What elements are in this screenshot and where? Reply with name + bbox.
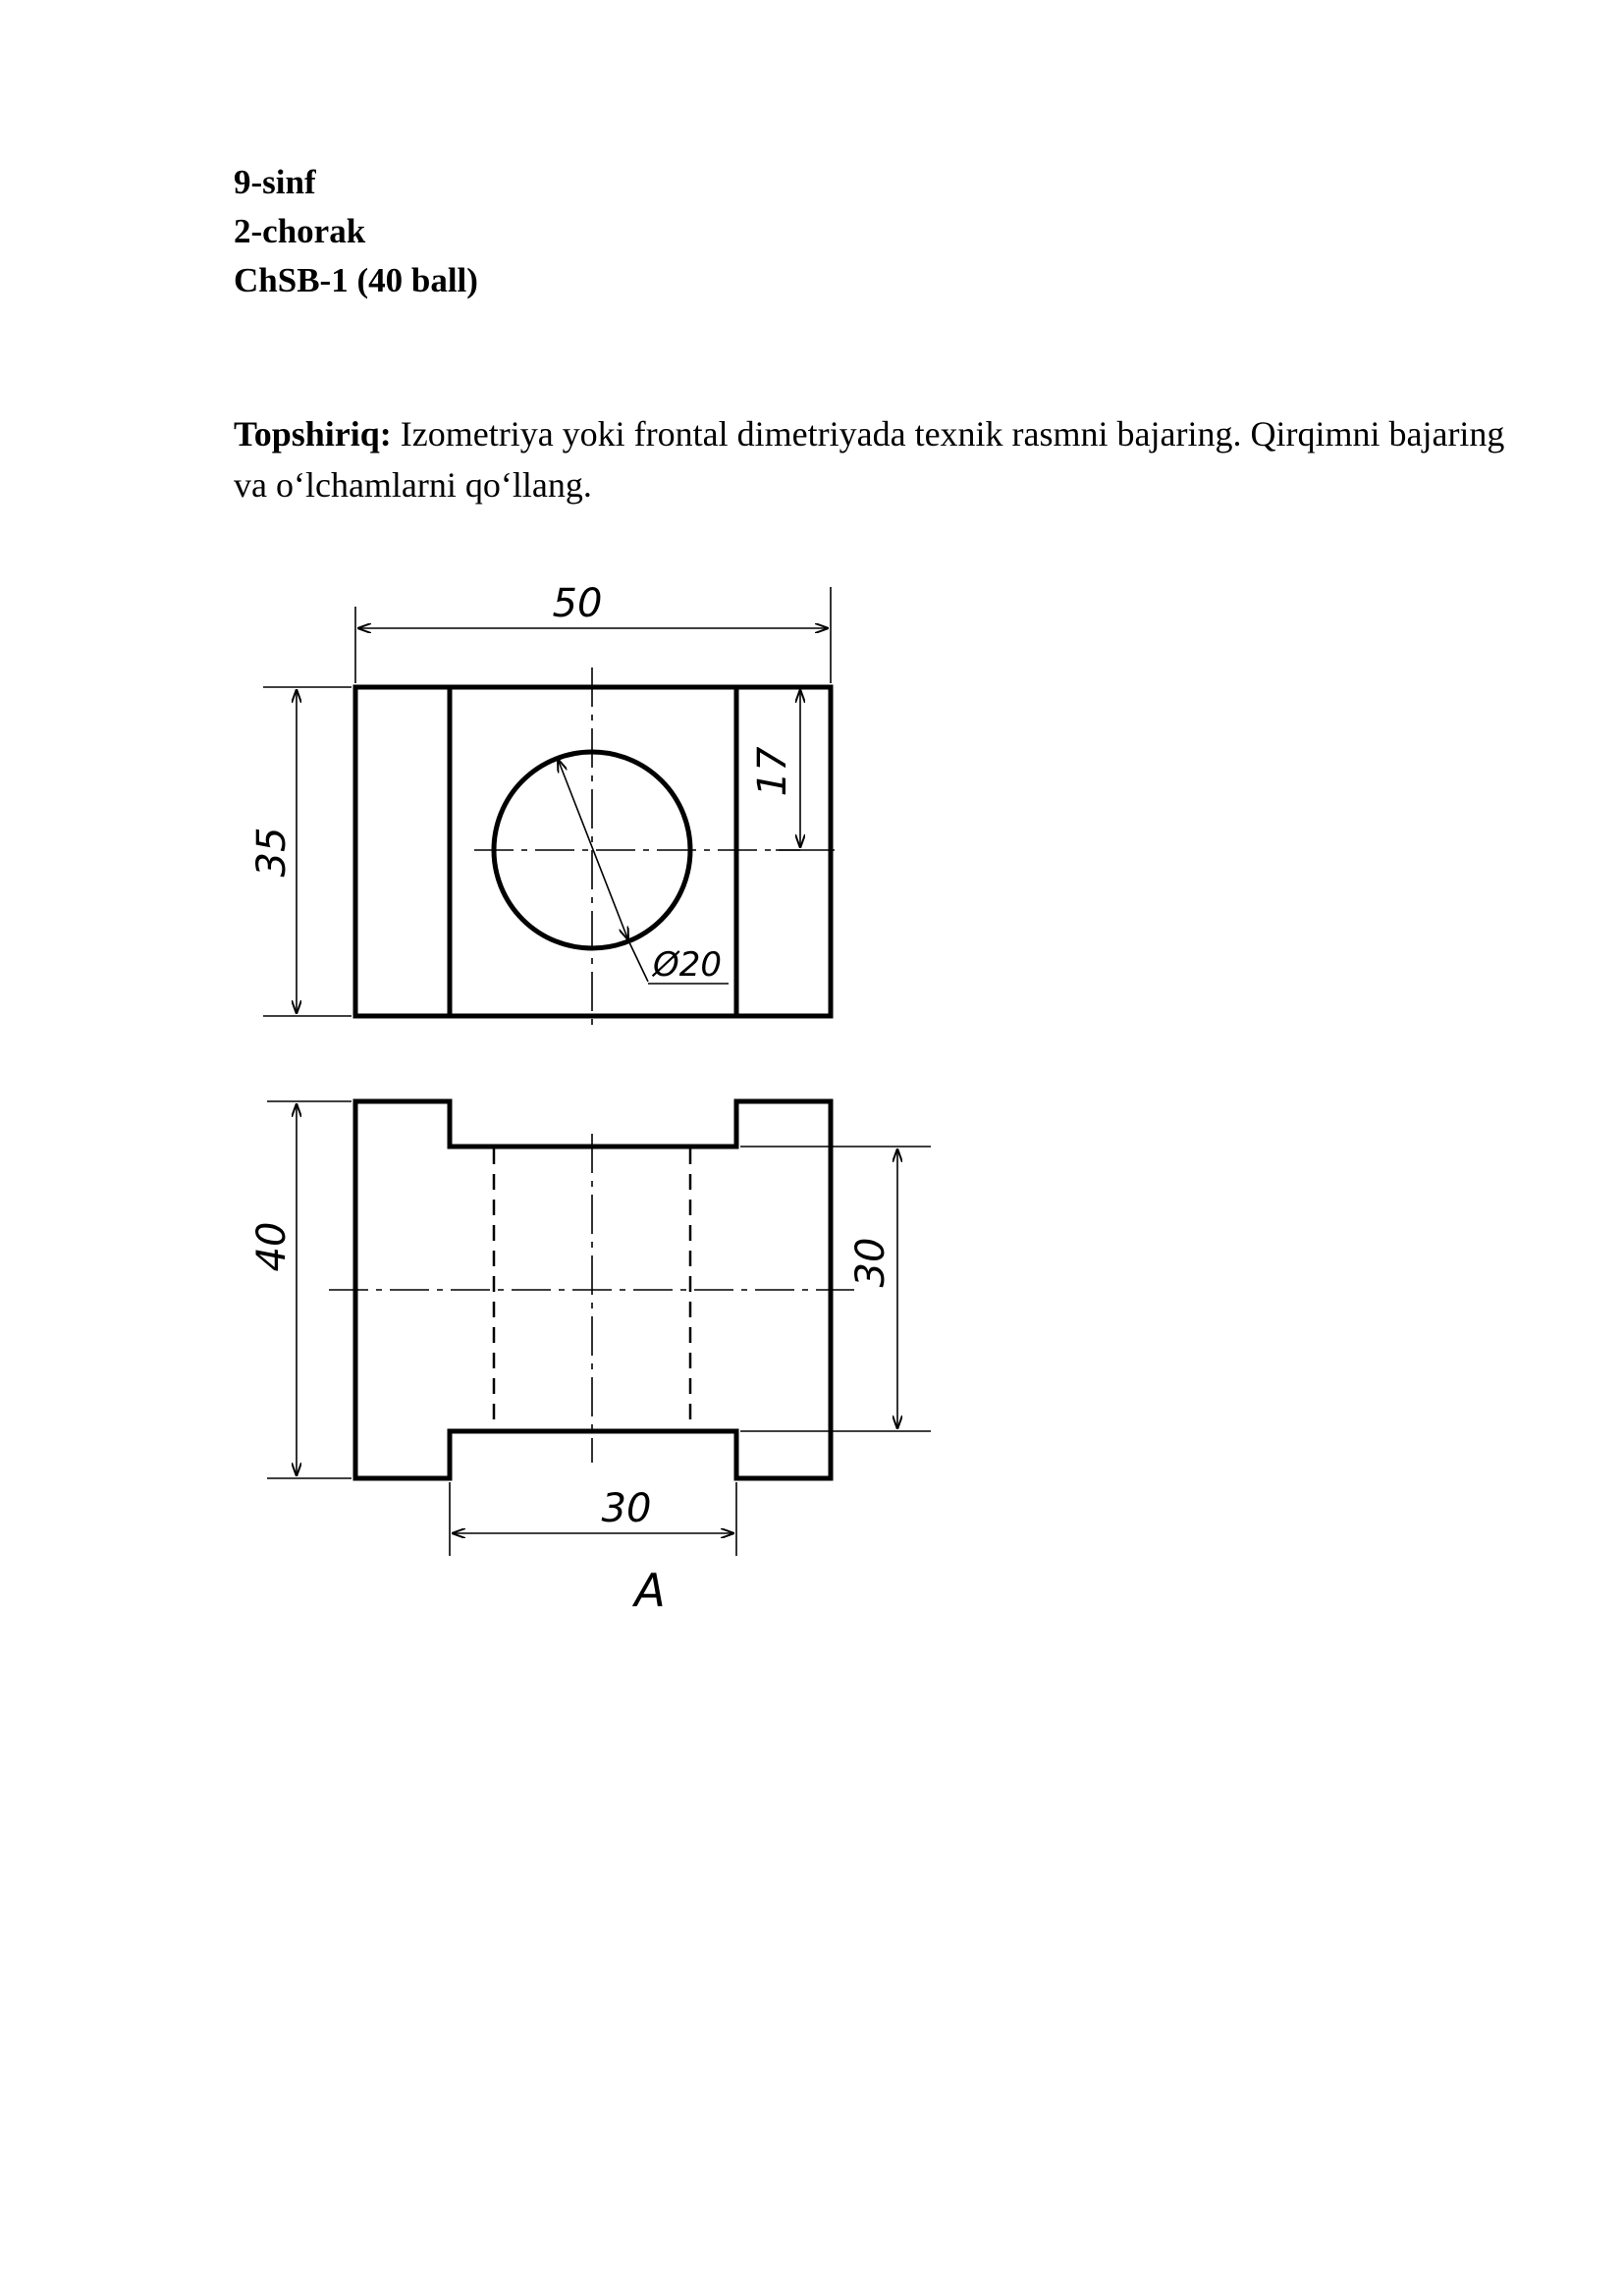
dim-30h-text: 30 [602, 1486, 652, 1531]
grade-heading: 9-sinf [234, 163, 316, 201]
task-text: Izometriya yoki frontal dimetriyada texn… [234, 414, 1505, 505]
top-view-outline [352, 684, 834, 1019]
front-view: 40 30 30 A [249, 1098, 931, 1617]
dim-30v-text: 30 [848, 1238, 893, 1288]
dim-35-text: 35 [249, 828, 295, 878]
dim-diameter-text: Ø20 [651, 945, 722, 985]
dim-diameter-line [558, 759, 628, 940]
top-view: 50 35 17 Ø20 [249, 581, 835, 1029]
dim-40-text: 40 [249, 1222, 295, 1272]
quarter-heading: 2-chorak [234, 212, 366, 250]
task-paragraph: Topshiriq: Izometriya yoki frontal dimet… [234, 408, 1510, 510]
dim-17-text: 17 [750, 746, 795, 796]
dim-diameter-leader [627, 939, 649, 983]
task-label: Topshiriq: [234, 414, 392, 454]
front-view-outline [352, 1098, 834, 1481]
view-label-a: A [631, 1564, 665, 1617]
assessment-heading: ChSB-1 (40 ball) [234, 261, 478, 299]
dim-50-text: 50 [553, 581, 603, 626]
